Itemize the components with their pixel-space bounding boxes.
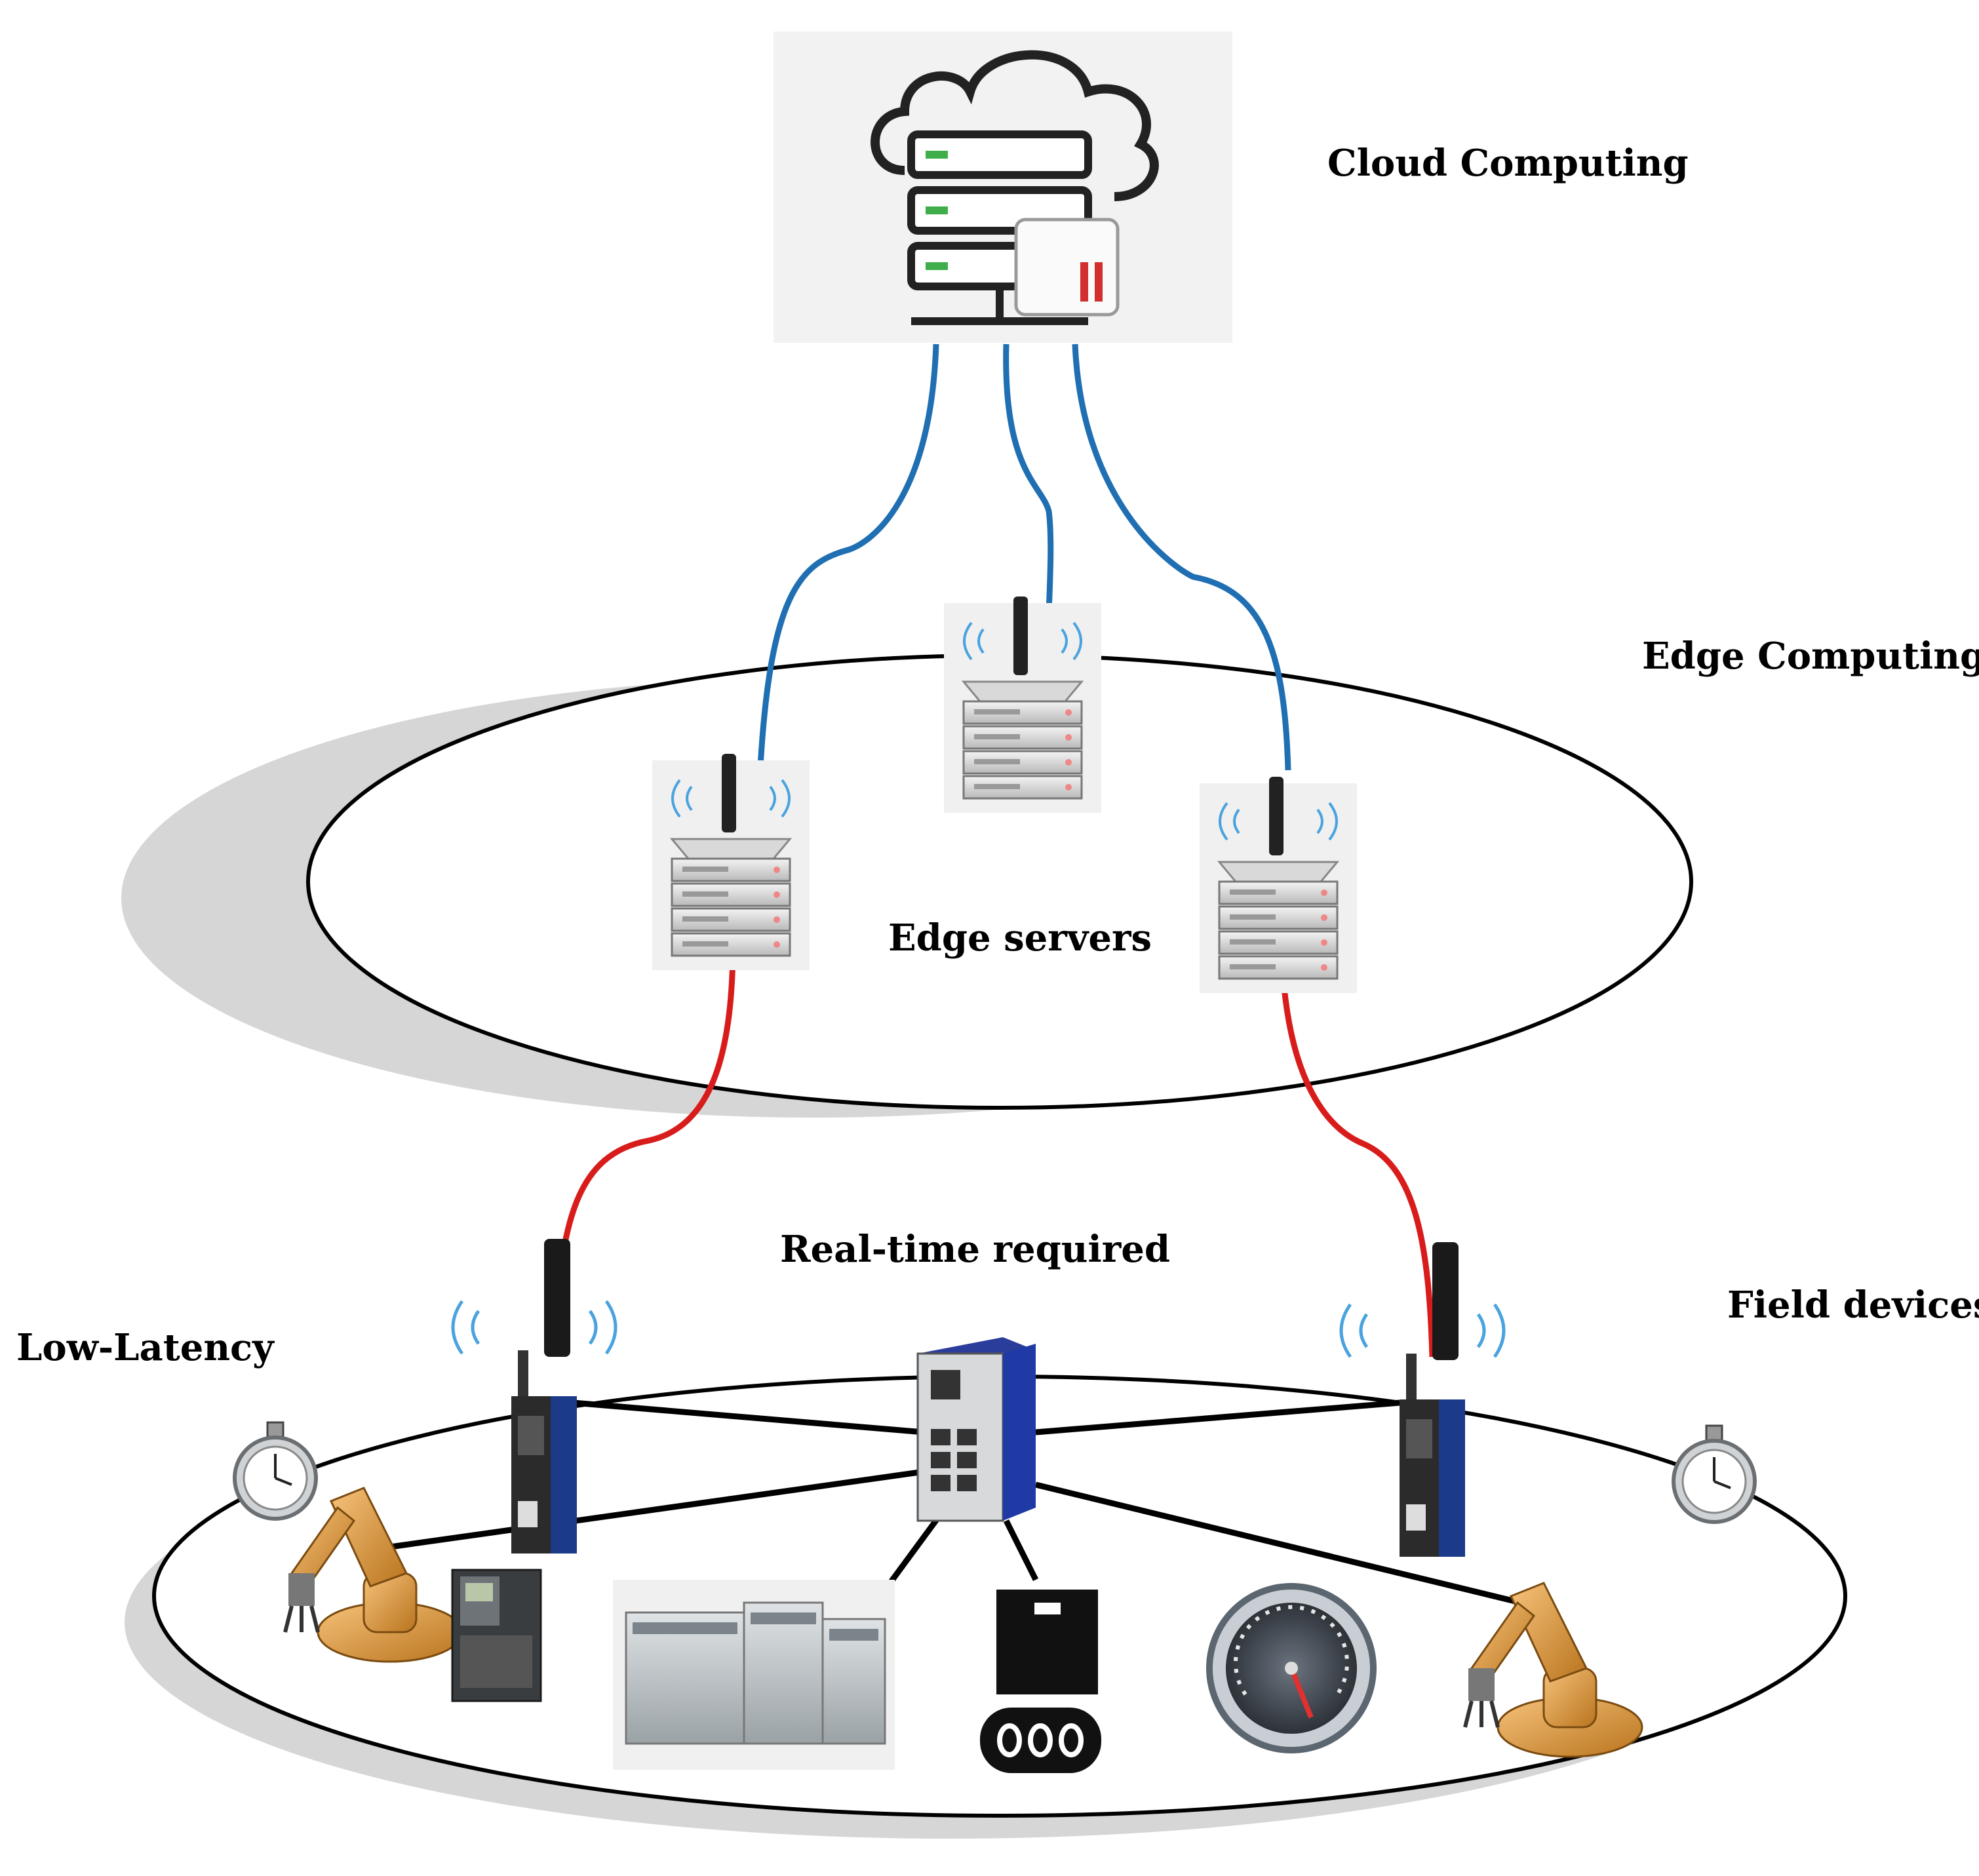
cloud-computing-label: Cloud Computing xyxy=(1327,142,1689,185)
edge-computing-plane xyxy=(121,654,1693,1118)
field-link-gateway-right xyxy=(1035,1399,1400,1436)
low-latency-label: Low-Latency xyxy=(16,1326,275,1369)
cloud-link-left xyxy=(757,343,939,768)
field-link-robot-right xyxy=(1034,1481,1522,1606)
edge-servers-label: Edge servers xyxy=(888,916,1152,960)
field-link-gateway-left xyxy=(573,1399,925,1436)
plc-module-icon xyxy=(613,1580,895,1770)
cloud-server-icon xyxy=(774,31,1232,343)
cloud-link-right xyxy=(1072,343,1291,771)
conveyor-icon xyxy=(980,1590,1101,1773)
stopwatch-left-icon xyxy=(235,1422,316,1519)
frequency-drive-icon xyxy=(451,1569,542,1702)
field-devices-label: Field devices xyxy=(1727,1283,1979,1327)
edge-server-left-icon xyxy=(651,752,811,971)
edge-server-right-icon xyxy=(1198,775,1358,994)
cloud-links xyxy=(757,343,1291,771)
field-link-robot-left xyxy=(389,1468,925,1550)
edge-computing-label: Edge Computing xyxy=(1642,635,1979,678)
pressure-gauge-icon xyxy=(1206,1583,1377,1753)
field-link-conveyor xyxy=(1003,1519,1039,1582)
stopwatch-right-icon xyxy=(1674,1426,1755,1522)
edge-server-center-icon xyxy=(943,595,1103,814)
cloud-link-center xyxy=(1003,343,1054,614)
edge-link-right xyxy=(1278,943,1436,1358)
real-time-required-label: Real-time required xyxy=(780,1228,1170,1271)
industrial-switch-icon xyxy=(916,1337,1036,1522)
